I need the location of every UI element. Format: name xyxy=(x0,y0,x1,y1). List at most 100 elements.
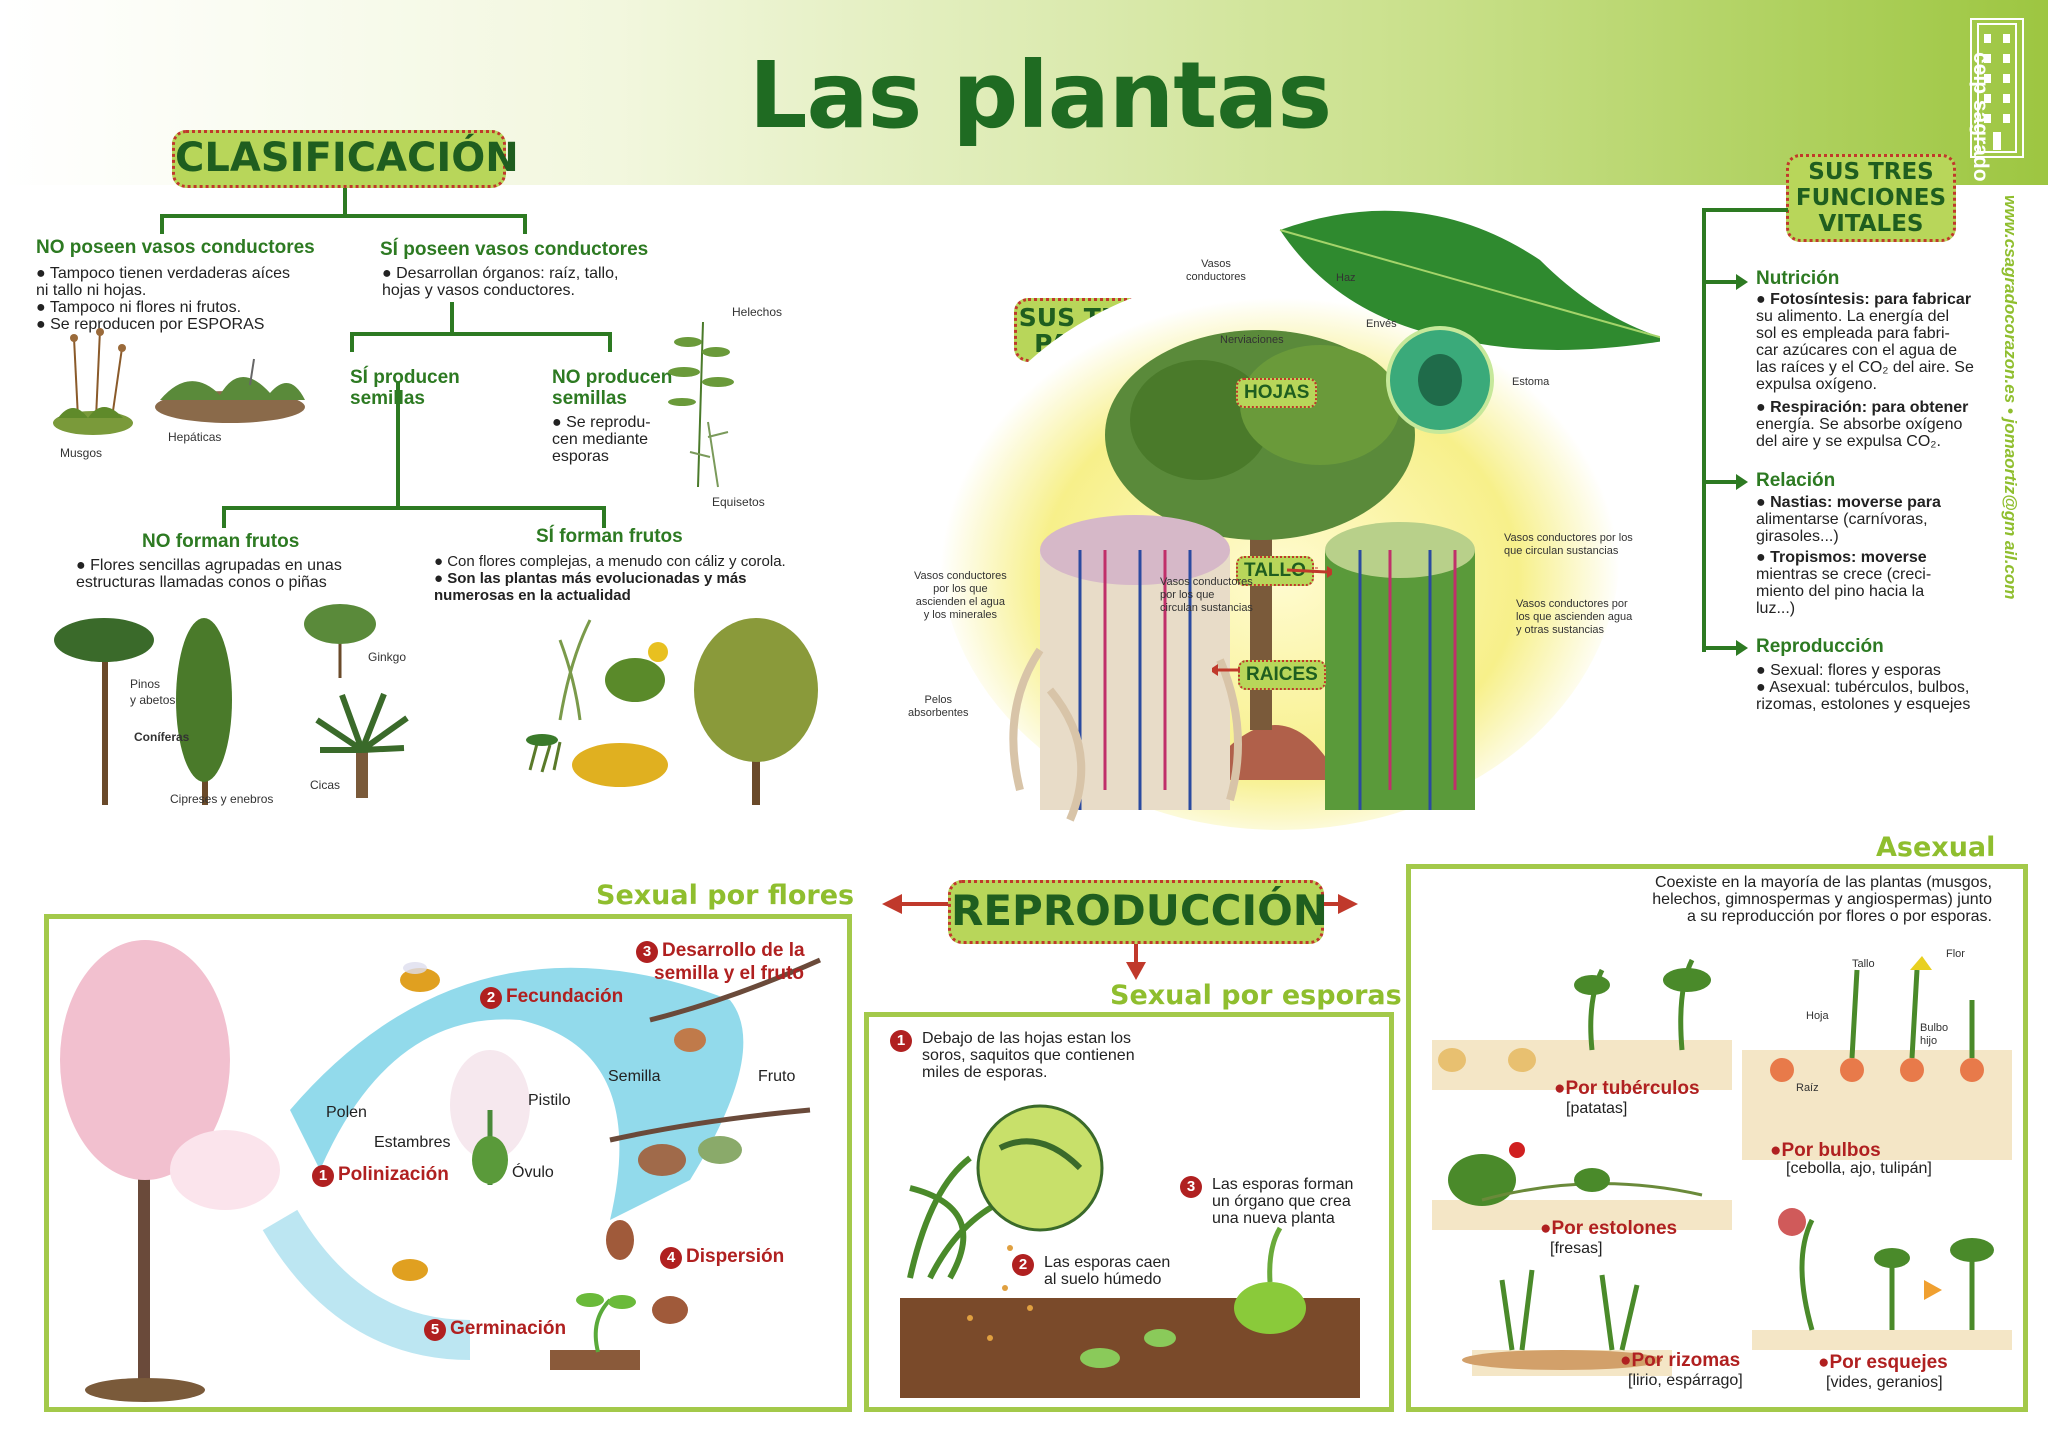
connector xyxy=(350,332,612,336)
nutricion-heading: Nutrición xyxy=(1756,268,1840,289)
nerviaciones-label: Nerviaciones xyxy=(1220,334,1284,346)
website-contact: www.csagradocorazon.es • jomaortiz@gm ai… xyxy=(2001,195,2020,600)
fruto-label: Fruto xyxy=(758,1068,796,1085)
funciones-title: SUS TRES FUNCIONES VITALES xyxy=(1786,154,1956,242)
reproduccion-arrows xyxy=(882,894,1358,980)
no-vasos-bullets: ● Tampoco tienen verdaderas aíces ni tal… xyxy=(36,265,290,333)
hepaticas-illustration xyxy=(155,358,305,423)
esquejes-examples: [vides, geranios] xyxy=(1826,1374,1943,1391)
no-vasos-heading: NO poseen vasos conductores xyxy=(36,237,315,258)
bulbos-label: ●Por bulbos xyxy=(1770,1140,1881,1161)
asexual-illustration xyxy=(1432,956,2012,1376)
school-logo xyxy=(1970,18,2024,158)
connector xyxy=(350,332,354,352)
haz-label: Haz xyxy=(1336,272,1356,284)
bulbos-examples: [cebolla, ajo, tulipán] xyxy=(1786,1160,1932,1177)
no-semillas-bullets: ● Se reprodu- cen mediante esporas xyxy=(552,414,651,465)
connector xyxy=(1702,208,1706,652)
si-frutos-heading: SÍ forman frutos xyxy=(536,526,683,547)
bulbo-part-tallo: Tallo xyxy=(1852,958,1875,970)
si-vasos-bullets: ● Desarrollan órganos: raíz, tallo, hoja… xyxy=(382,265,619,299)
helechos-caption: Helechos xyxy=(732,305,783,319)
helechos-illustration xyxy=(668,321,734,488)
hepaticas-caption: Hepáticas xyxy=(168,430,222,444)
estolones-examples: [fresas] xyxy=(1550,1240,1603,1257)
ginkgo-caption: Ginkgo xyxy=(368,650,407,664)
pointer-arrows xyxy=(1212,566,1332,676)
bulbo-part-raiz: Raíz xyxy=(1796,1082,1819,1094)
tuberculos-label: ●Por tubérculos xyxy=(1554,1078,1700,1099)
coniferas-illustration xyxy=(54,618,232,805)
cicas-illustration xyxy=(315,692,409,798)
musgos-caption: Musgos xyxy=(60,446,103,460)
semilla-label: Semilla xyxy=(608,1068,661,1085)
relacion-heading: Relación xyxy=(1756,470,1836,491)
flores-cycle-illustration xyxy=(60,940,822,1402)
connector xyxy=(602,506,606,528)
asexual-intro: Coexiste en la mayoría de las plantas (m… xyxy=(1652,874,1992,925)
connector xyxy=(1702,208,1788,212)
musgos-illustration xyxy=(53,328,133,435)
connector xyxy=(450,302,454,334)
no-semillas-heading: NO producen semillas xyxy=(552,367,673,409)
plant-anatomy-illustration xyxy=(940,210,1660,830)
bulbo-part-hoja: Hoja xyxy=(1806,1010,1829,1022)
connector xyxy=(396,382,400,508)
building-icon xyxy=(1977,23,2017,153)
si-frutos-bullets: ● Con flores complejas, a menudo con cál… xyxy=(434,553,786,604)
pistilo-label: Pistilo xyxy=(528,1092,571,1109)
ginkgo-illustration xyxy=(304,604,376,678)
cicas-caption: Cicas xyxy=(310,778,341,792)
tuberculos-examples: [patatas] xyxy=(1566,1100,1628,1117)
no-frutos-bullets: ● Flores sencillas agrupadas en unas est… xyxy=(76,557,342,591)
polen-label: Polen xyxy=(326,1104,367,1121)
equisetos-caption: Equisetos xyxy=(712,495,765,509)
connector xyxy=(160,214,164,234)
ovulo-label: Óvulo xyxy=(512,1164,554,1181)
relacion-text: ● Nastias: moverse para alimentarse (car… xyxy=(1756,494,1941,617)
flores-title: Sexual por flores xyxy=(596,880,855,911)
connector xyxy=(222,506,606,510)
coniferas-caption: Coníferas xyxy=(134,730,190,744)
reproduccion-func-heading: Reproducción xyxy=(1756,636,1884,657)
reproduccion-title: REPRODUCCIÓN xyxy=(948,880,1328,944)
connector xyxy=(343,188,347,216)
reproduccion-func-text: ● Sexual: flores y esporas ● Asexual: tu… xyxy=(1756,662,1971,713)
page-title: Las plantas xyxy=(748,42,1332,149)
asexual-title: Asexual xyxy=(1876,832,1996,863)
bulbo-part-flor: Flor xyxy=(1946,948,1965,960)
clasificacion-title: CLASIFICACIÓN xyxy=(172,130,519,188)
rizomas-label: ●Por rizomas xyxy=(1620,1350,1741,1371)
nutricion-text: ● Fotosíntesis: para fabricar su aliment… xyxy=(1756,291,1974,450)
pinos-caption: Pinos y abetos xyxy=(130,677,176,707)
estolones-label: ●Por estolones xyxy=(1540,1218,1678,1239)
connector xyxy=(608,332,612,352)
connector xyxy=(160,214,527,218)
enves-label: Envés xyxy=(1366,318,1397,330)
si-vasos-heading: SÍ poseen vasos conductores xyxy=(380,239,649,260)
cipreses-caption: Cipreses y enebros xyxy=(170,792,274,806)
esporas-step-2: 2 Las esporas caen al suelo húmedo xyxy=(1012,1254,1170,1288)
school-name: ceip sagrado corazón xyxy=(1969,52,1992,268)
esporas-title: Sexual por esporas xyxy=(1110,980,1402,1011)
angiospermas-illustration xyxy=(526,618,818,805)
si-semillas-heading: SÍ producen semillas xyxy=(350,367,460,409)
raices-label: RAICES xyxy=(1238,660,1326,690)
connector xyxy=(222,506,226,528)
esporas-step-3: 3 Las esporas forman un órgano que crea … xyxy=(1180,1176,1353,1227)
esporas-illustration xyxy=(900,1104,1360,1398)
connector xyxy=(523,214,527,234)
rizomas-examples: [lirio, espárrago] xyxy=(1628,1372,1743,1389)
esporas-step-1: 1 Debajo de las hojas estan los soros, s… xyxy=(890,1030,1135,1081)
